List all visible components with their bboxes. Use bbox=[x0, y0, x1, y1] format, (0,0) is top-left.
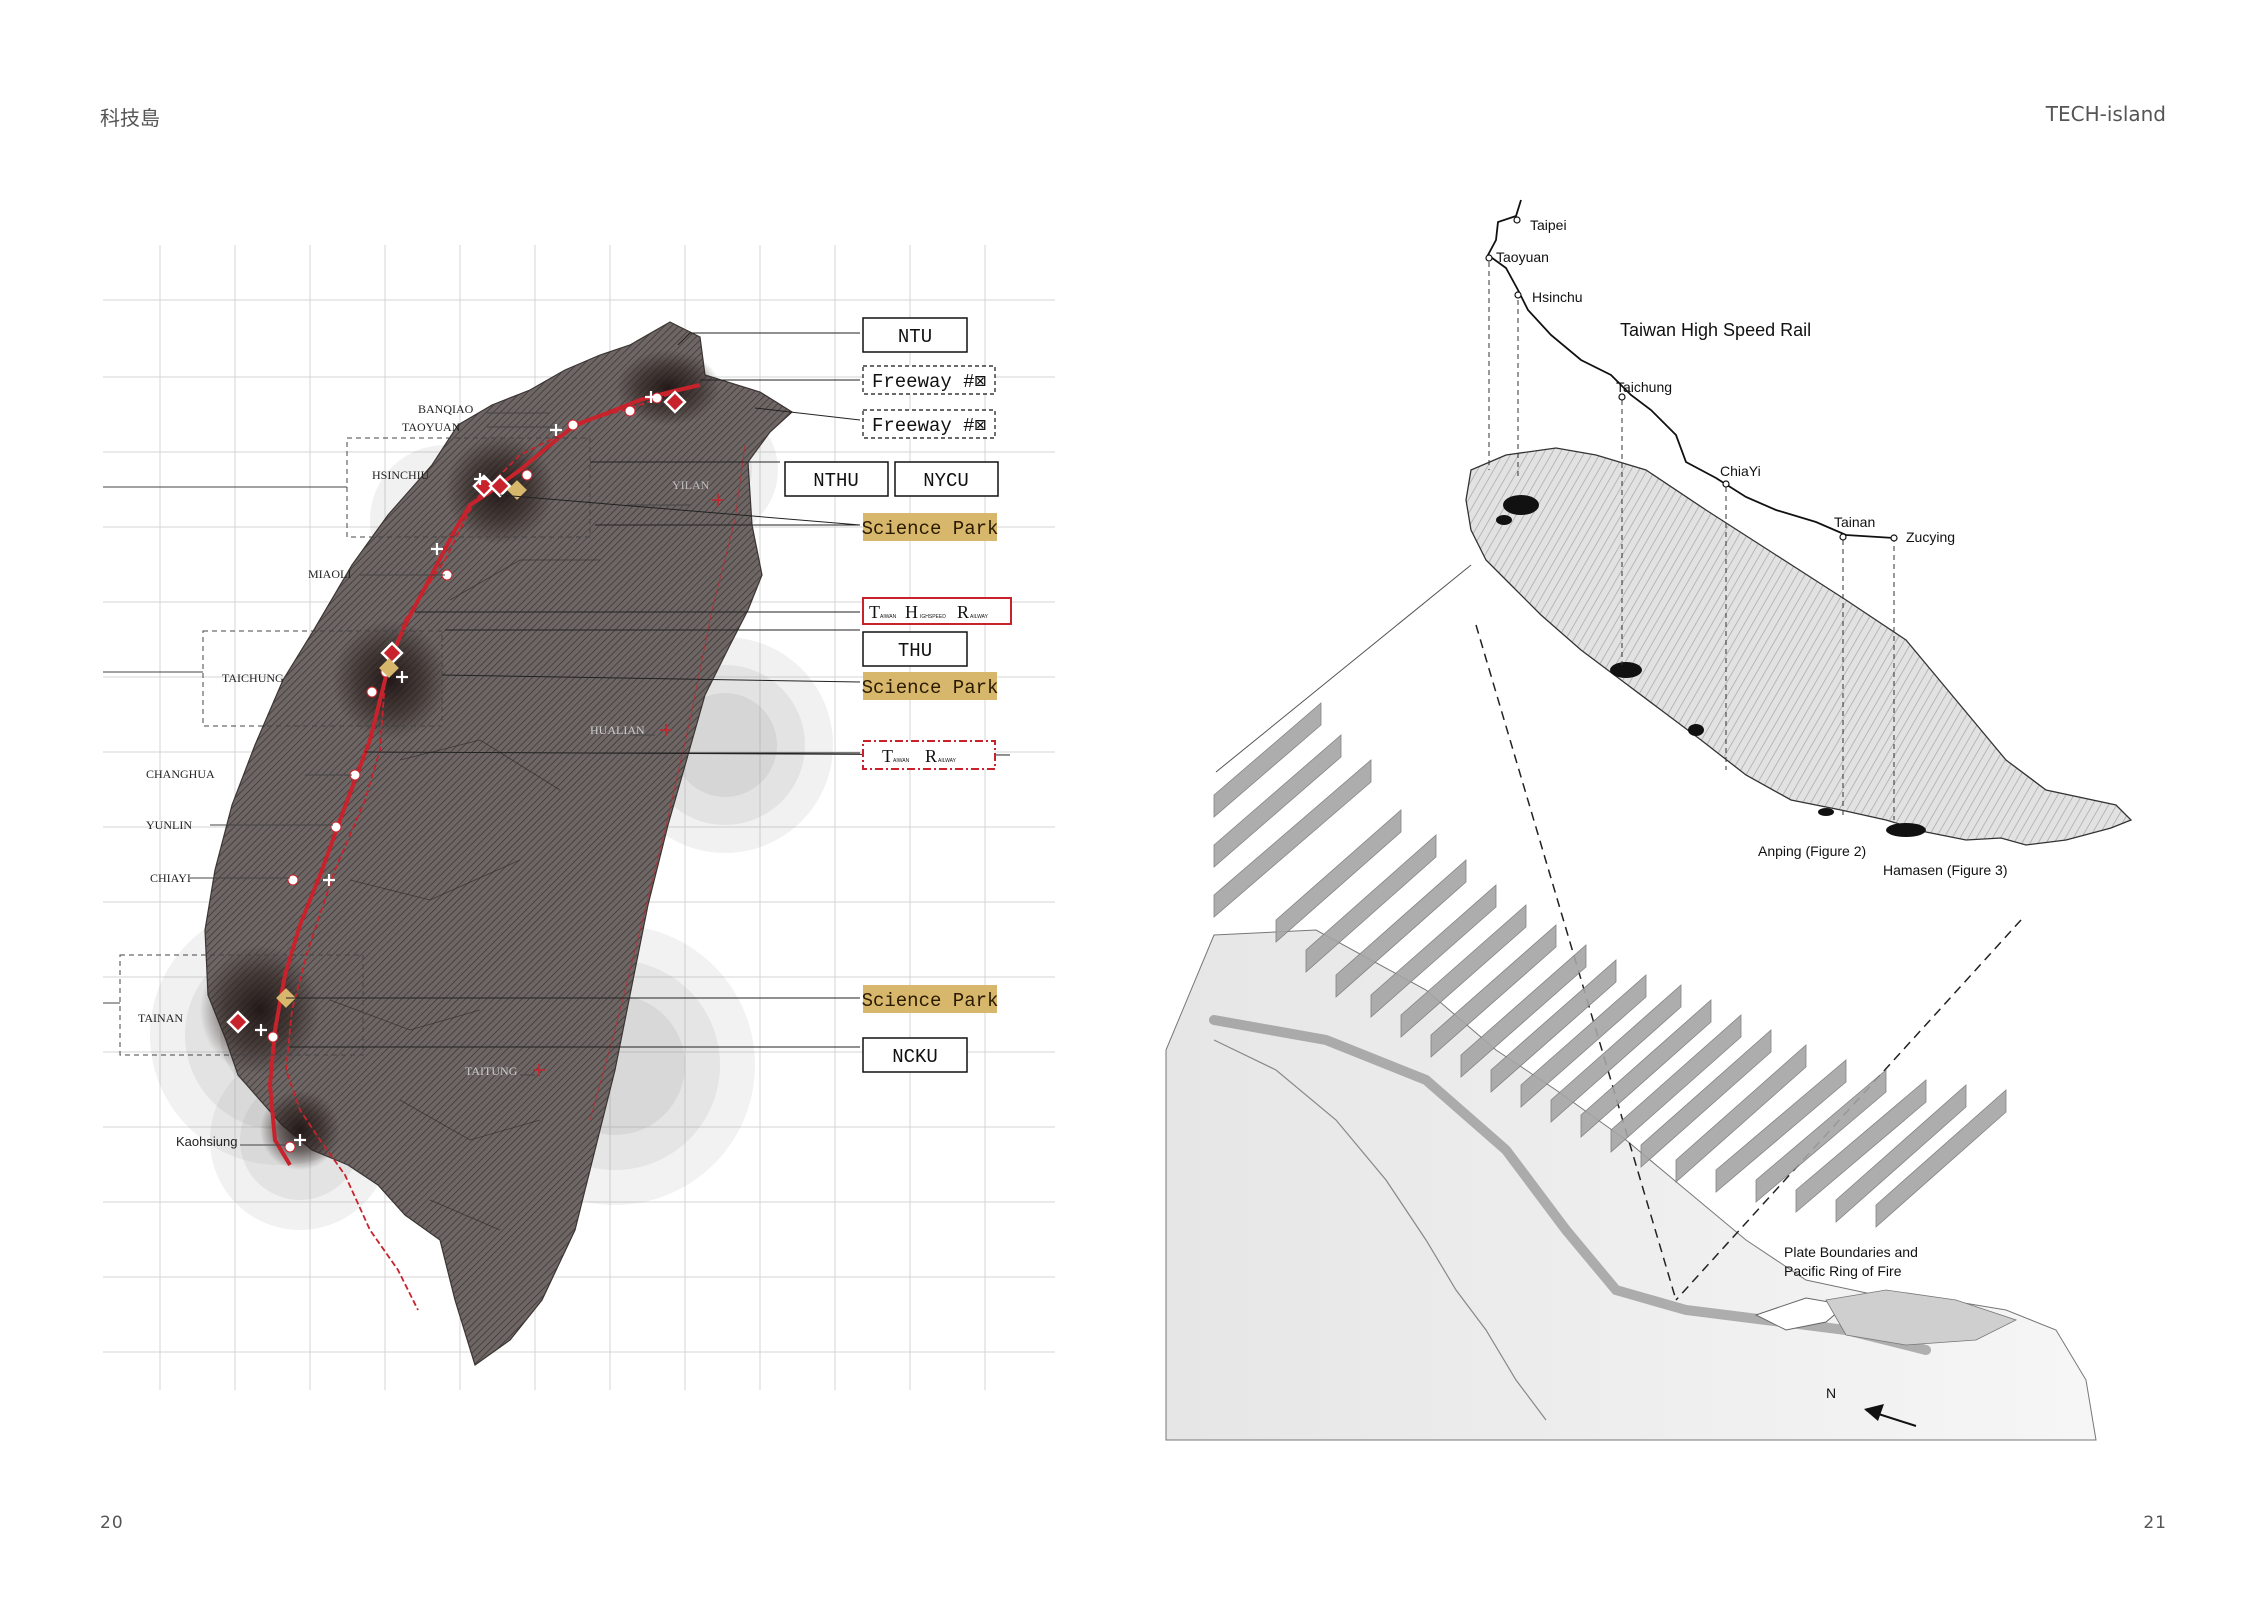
legend-science-park-2-label: Science Park bbox=[862, 677, 999, 699]
page-number-right: 21 bbox=[2143, 1513, 2167, 1533]
header-left: 科技島 bbox=[100, 106, 160, 130]
legend-nthu: NTHU bbox=[784, 461, 889, 497]
hospital-cross-markers-red bbox=[533, 494, 724, 1076]
legend-science-park-2: Science Park bbox=[862, 672, 999, 700]
page-number-left: 20 bbox=[100, 1513, 124, 1533]
city-label-taichung: TAICHUNG bbox=[222, 671, 284, 685]
tr-r: R bbox=[925, 746, 937, 766]
city-label-yunlin: YUNLIN bbox=[146, 818, 192, 832]
hsr-t: T bbox=[869, 602, 880, 622]
rivers bbox=[329, 559, 600, 1231]
hsr-small-2: IGHSPEED bbox=[920, 614, 946, 620]
legend-science-park-3-label: Science Park bbox=[862, 990, 999, 1012]
legend-connectors bbox=[286, 332, 1011, 1048]
legend-freeway-2-label: Freeway #⊠ bbox=[872, 415, 986, 437]
city-label-miaoli: MIAOLI bbox=[308, 567, 351, 581]
legend-science-park-1-label: Science Park bbox=[862, 518, 999, 540]
station-tainan: Tainan bbox=[1834, 514, 1875, 530]
geology-strips bbox=[1213, 702, 2007, 1228]
base-shoal bbox=[1825, 1289, 2018, 1346]
hamasen-label: Hamasen (Figure 3) bbox=[1883, 862, 2008, 878]
high-speed-rail-line bbox=[267, 383, 701, 1167]
east-railway-line bbox=[589, 444, 746, 1121]
station-taoyuan: Taoyuan bbox=[1496, 249, 1549, 265]
hospital-cross-markers bbox=[255, 391, 657, 1146]
city-label-taitung: TAITUNG bbox=[465, 1064, 518, 1078]
rail-title: Taiwan High Speed Rail bbox=[1620, 320, 1811, 340]
legend-nycu-label: NYCU bbox=[923, 470, 969, 492]
hsr-small-1: AIWAN bbox=[880, 614, 897, 620]
projection-lines-thin bbox=[1215, 564, 1472, 773]
city-label-hualian: HUALIAN bbox=[590, 723, 645, 737]
legend-freeway-2: Freeway #⊠ bbox=[862, 409, 996, 439]
high-speed-rail-axonometric: Taiwan High Speed Rail Taipei Taoyuan Hs… bbox=[1165, 199, 2133, 1441]
city-label-tainan: TAINAN bbox=[138, 1011, 183, 1025]
station-taichung: Taichung bbox=[1616, 379, 1672, 395]
station-taipei: Taipei bbox=[1530, 217, 1567, 233]
legend-science-park-3: Science Park bbox=[862, 985, 999, 1013]
hsr-h: H bbox=[905, 602, 918, 622]
legend-taiwan-railway: T AIWAN R AILWAY bbox=[862, 740, 996, 770]
plate-label-1: Plate Boundaries and bbox=[1784, 1244, 1918, 1260]
legend-nycu: NYCU bbox=[894, 461, 999, 497]
taiwan-island bbox=[204, 321, 793, 1366]
city-label-banqiao: BANQIAO bbox=[418, 402, 474, 416]
city-label-taoyuan: TAOYUAN bbox=[402, 420, 461, 434]
station-chiayi: ChiaYi bbox=[1720, 463, 1761, 479]
hsr-small-3: AILWAY bbox=[970, 614, 989, 620]
tr-small-1: AIWAN bbox=[893, 758, 910, 764]
north-arrow: N bbox=[1826, 1385, 1917, 1427]
legend-science-park-1: Science Park bbox=[862, 513, 999, 541]
legend-thu: THU bbox=[862, 631, 968, 667]
taiwan-tech-map: BANQIAO TAOYUAN HSINCHIU YILAN MIAOLI TA… bbox=[103, 245, 1055, 1390]
hsr-route-line bbox=[1486, 199, 1895, 539]
header-right: TECH-island bbox=[2045, 102, 2166, 126]
legend-high-speed-rail: T AIWAN H IGHSPEED R AILWAY bbox=[862, 597, 1012, 625]
taiwan-railway-line bbox=[285, 384, 696, 1311]
city-label-chiayi: CHIAYI bbox=[150, 871, 191, 885]
legend-freeway-1: Freeway #⊠ bbox=[862, 365, 996, 395]
station-hsinchu: Hsinchu bbox=[1532, 289, 1583, 305]
station-zucying: Zucying bbox=[1906, 529, 1955, 545]
legend-ntu: NTU bbox=[862, 317, 968, 353]
station-drop-lines bbox=[1488, 262, 1895, 820]
legend-ntu-label: NTU bbox=[898, 326, 932, 348]
taiwan-terrain-model bbox=[1465, 447, 2133, 846]
plate-label-2: Pacific Ring of Fire bbox=[1784, 1263, 1902, 1279]
legend-thu-label: THU bbox=[898, 640, 932, 662]
legend-freeway-1-label: Freeway #⊠ bbox=[872, 371, 986, 393]
coastline-lines bbox=[1213, 1039, 1547, 1421]
legend-nthu-label: NTHU bbox=[813, 470, 859, 492]
urban-spots bbox=[1496, 495, 1926, 837]
hsr-r: R bbox=[957, 602, 969, 622]
hsr-station-dots bbox=[1485, 216, 1898, 542]
north-label: N bbox=[1826, 1385, 1836, 1401]
legend-ncku: NCKU bbox=[862, 1037, 968, 1073]
tr-t: T bbox=[882, 746, 893, 766]
leader-lines bbox=[103, 412, 690, 1146]
anping-label: Anping (Figure 2) bbox=[1758, 843, 1866, 859]
city-label-kaohsiung: Kaohsiung bbox=[176, 1134, 237, 1149]
legend-ncku-label: NCKU bbox=[892, 1046, 938, 1068]
city-label-yilan: YILAN bbox=[672, 478, 710, 492]
tr-small-2: AILWAY bbox=[938, 758, 957, 764]
city-label-changhua: CHANGHUA bbox=[146, 767, 215, 781]
city-label-hsinchiu: HSINCHIU bbox=[372, 468, 430, 482]
